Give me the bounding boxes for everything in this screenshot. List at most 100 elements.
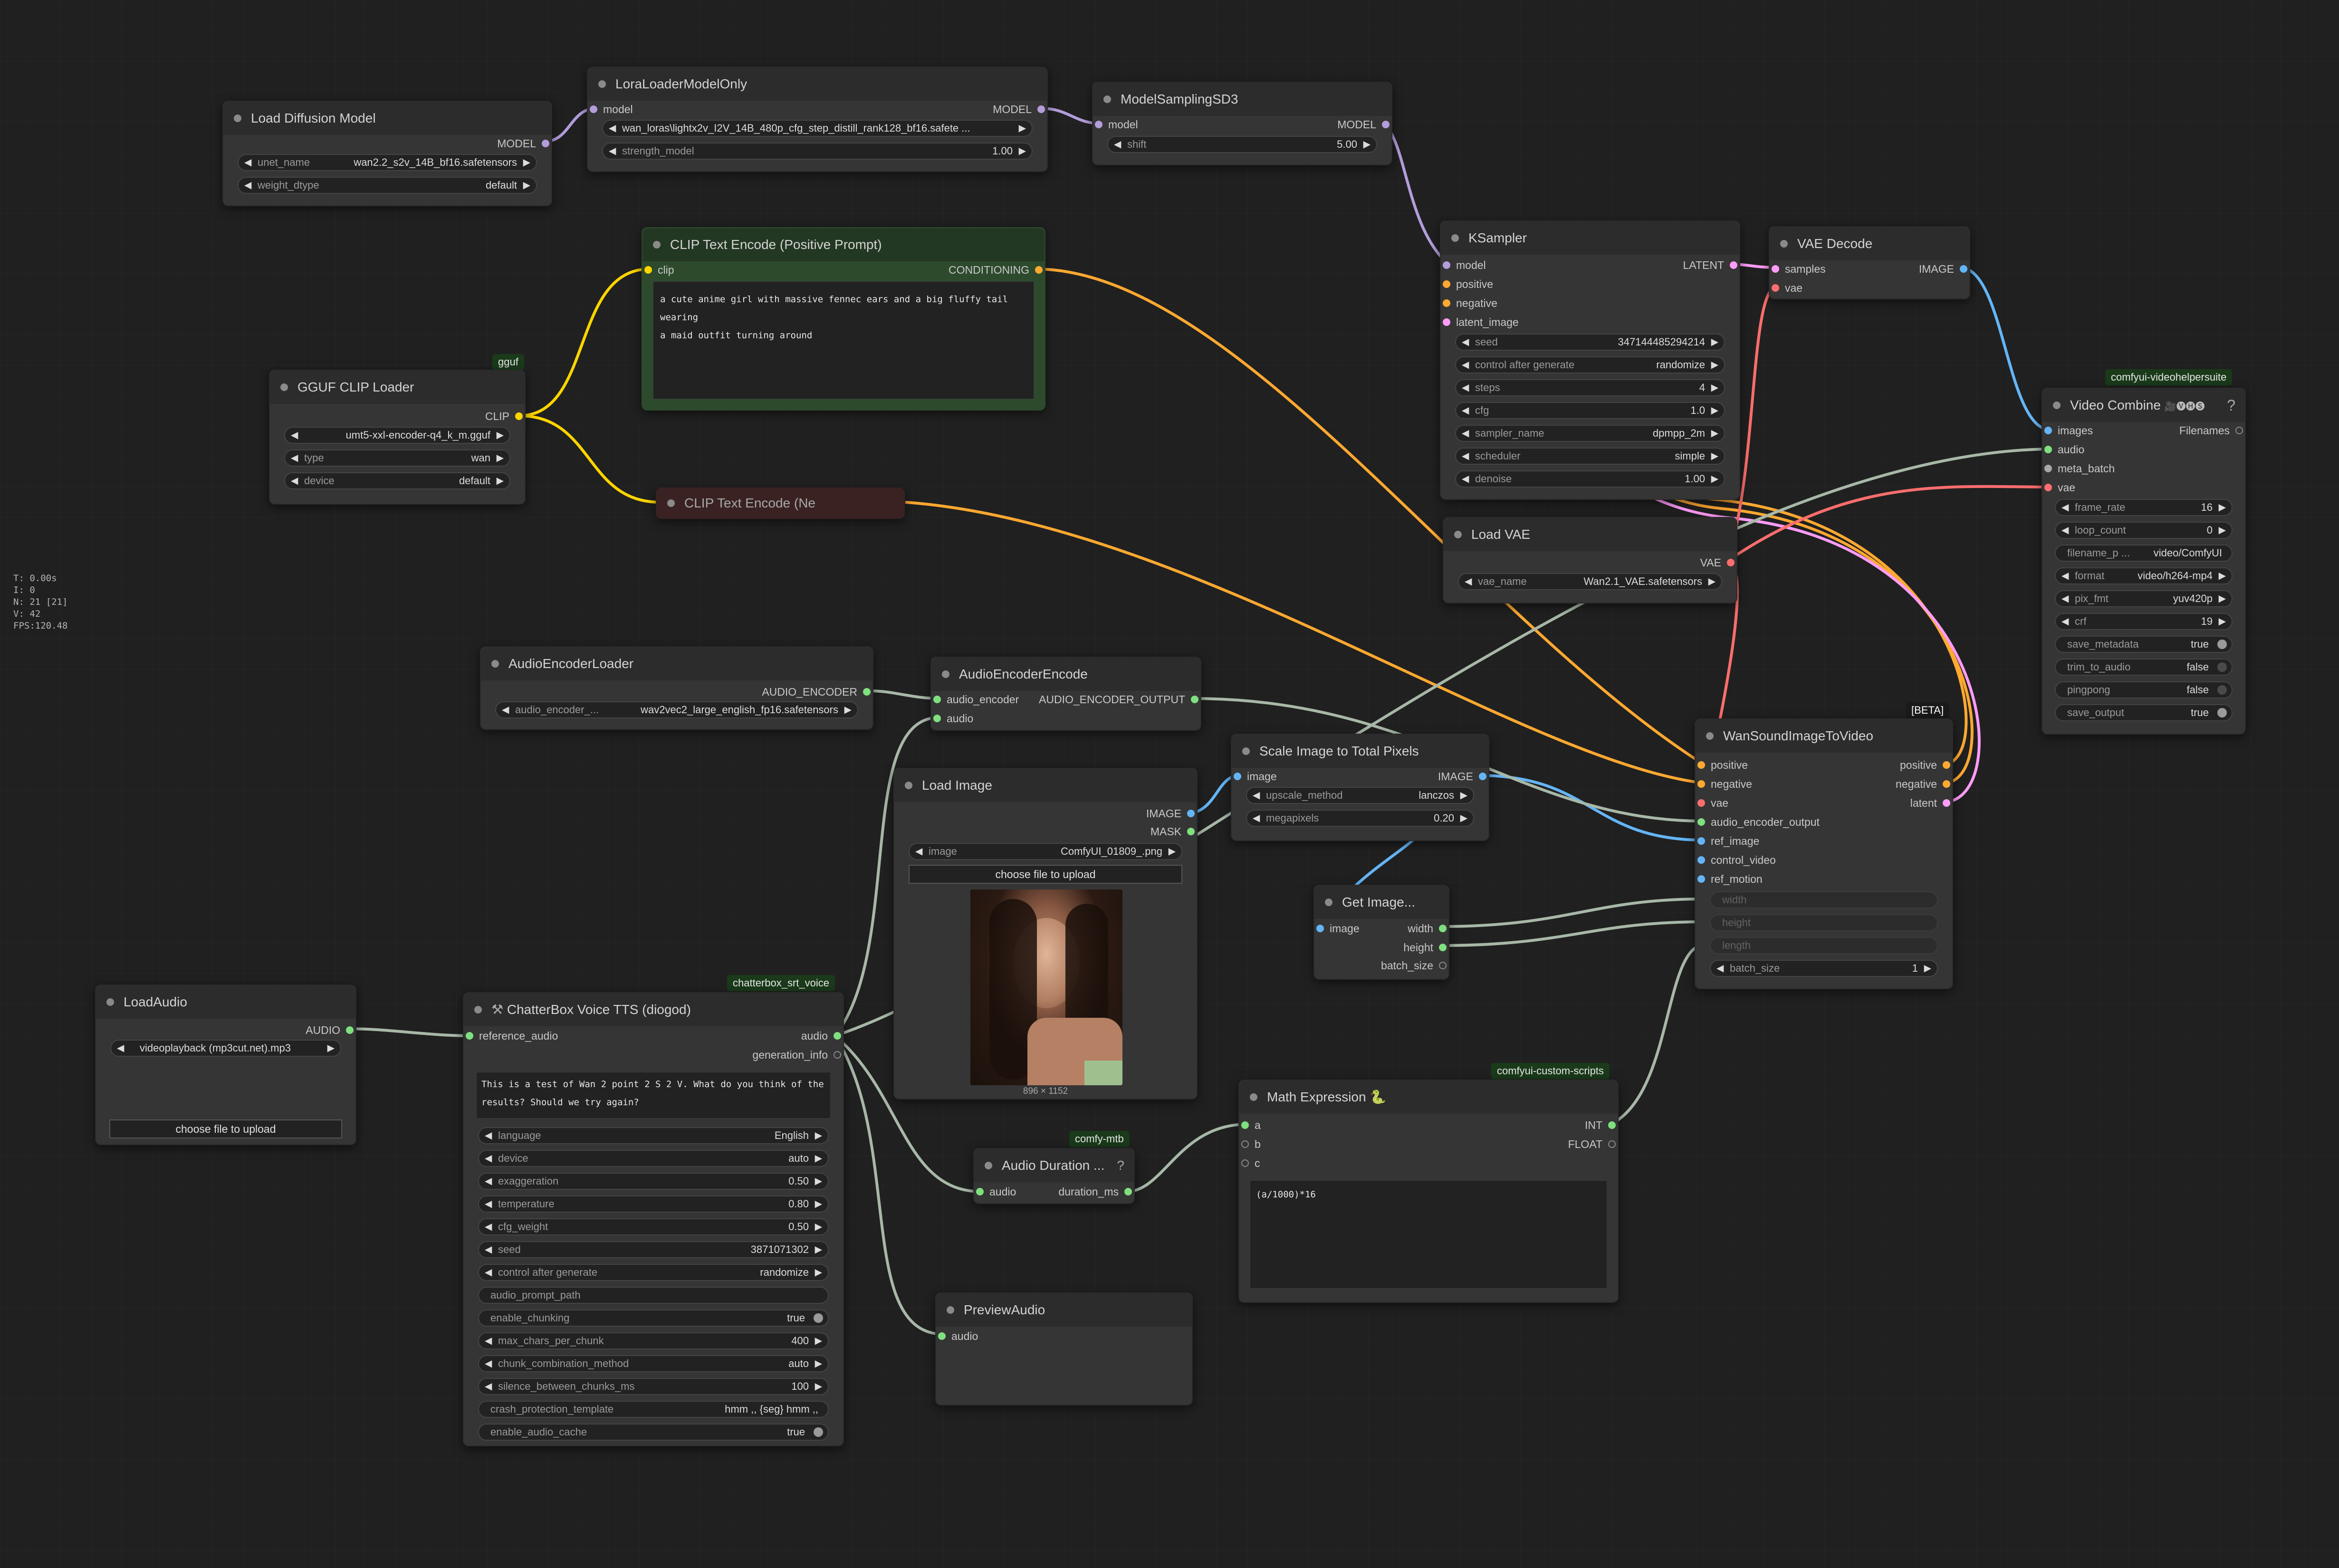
port-dot[interactable] (2044, 446, 2052, 453)
port-dot[interactable] (1697, 761, 1705, 769)
output-model[interactable]: MODEL (993, 101, 1047, 118)
input-clip[interactable]: clip (642, 261, 674, 278)
output-float[interactable]: FLOAT (1568, 1136, 1618, 1153)
port-dot[interactable] (1730, 261, 1737, 269)
output-height[interactable]: height (1403, 939, 1448, 956)
arrow-left-icon[interactable]: ◀ (2061, 571, 2069, 581)
collapse-dot[interactable] (474, 1006, 482, 1013)
node-ksampler[interactable]: KSampler model LATENT positive negative … (1440, 220, 1740, 500)
node-scale-image[interactable]: Scale Image to Total Pixels image IMAGE … (1231, 734, 1489, 841)
arrow-left-icon[interactable]: ◀ (244, 180, 252, 191)
port-dot[interactable] (1124, 1188, 1132, 1195)
output-model[interactable]: MODEL (1337, 116, 1391, 133)
arrow-right-icon[interactable]: ▶ (2218, 571, 2226, 581)
arrow-left-icon[interactable]: ◀ (485, 1153, 492, 1164)
arrow-right-icon[interactable]: ▶ (1711, 451, 1718, 461)
input-negative[interactable]: negative (1441, 295, 1497, 312)
port-dot[interactable] (834, 1051, 841, 1059)
arrow-left-icon[interactable]: ◀ (502, 705, 509, 715)
input-images[interactable]: images (2042, 422, 2093, 439)
port-dot[interactable] (1443, 280, 1450, 288)
node-title[interactable]: Load Image (894, 769, 1197, 802)
output-int[interactable]: INT (1585, 1117, 1618, 1134)
node-video-combine[interactable]: Video Combine 🎥🅥🅗🅢? images Filenames aud… (2042, 388, 2246, 735)
output-vae[interactable]: VAE (1700, 554, 1736, 571)
port-dot[interactable] (1241, 1140, 1249, 1148)
arrow-right-icon[interactable]: ▶ (2218, 616, 2226, 627)
arrow-left-icon[interactable]: ◀ (1716, 963, 1724, 974)
port-dot[interactable] (1037, 105, 1045, 113)
output-batch-size[interactable]: batch_size (1381, 957, 1448, 974)
port-dot[interactable] (1095, 121, 1102, 128)
arrow-right-icon[interactable]: ▶ (815, 1199, 822, 1209)
output-audio-encoder[interactable]: AUDIO_ENCODER (762, 683, 872, 700)
arrow-right-icon[interactable]: ▶ (1168, 846, 1176, 857)
filename-prefix-field[interactable]: filename_p ...video/ComfyUI (2055, 545, 2233, 562)
lora-name-combo[interactable]: ◀wan_loras\lightx2v_I2V_14B_480p_cfg_ste… (602, 120, 1033, 137)
port-dot[interactable] (1443, 261, 1450, 269)
input-a[interactable]: a (1239, 1117, 1261, 1134)
arrow-right-icon[interactable]: ▶ (815, 1381, 822, 1392)
port-dot[interactable] (863, 688, 871, 696)
tts-text-input[interactable]: This is a test of Wan 2 point 2 S 2 V. W… (476, 1072, 831, 1119)
collapse-dot[interactable] (985, 1162, 992, 1169)
collapse-dot[interactable] (1454, 531, 1462, 538)
port-dot[interactable] (466, 1032, 473, 1040)
port-dot[interactable] (1035, 266, 1043, 274)
port-dot[interactable] (1772, 265, 1779, 273)
arrow-left-icon[interactable]: ◀ (1253, 790, 1260, 801)
node-chatterbox-tts[interactable]: ⚒ ChatterBox Voice TTS (diogod) referenc… (463, 992, 844, 1446)
input-audio-encoder-output[interactable]: audio_encoder_output (1696, 813, 1820, 831)
arrow-right-icon[interactable]: ▶ (496, 430, 504, 440)
arrow-left-icon[interactable]: ◀ (485, 1358, 492, 1369)
arrow-right-icon[interactable]: ▶ (815, 1176, 822, 1186)
port-dot[interactable] (1316, 925, 1324, 932)
arrow-right-icon[interactable]: ▶ (496, 453, 504, 463)
node-title[interactable]: LoraLoaderModelOnly (588, 67, 1047, 101)
output-latent[interactable]: latent (1910, 794, 1952, 812)
collapse-dot[interactable] (2053, 402, 2061, 409)
arrow-left-icon[interactable]: ◀ (244, 157, 252, 168)
arrow-left-icon[interactable]: ◀ (2061, 502, 2069, 513)
node-title[interactable]: ⚒ ChatterBox Voice TTS (diogod) (464, 993, 843, 1026)
prompt-textarea[interactable]: a cute anime girl with massive fennec ea… (653, 281, 1034, 399)
node-title[interactable]: ModelSamplingSD3 (1093, 83, 1391, 116)
port-dot[interactable] (1191, 696, 1198, 703)
arrow-right-icon[interactable]: ▶ (1711, 382, 1718, 393)
collapse-dot[interactable] (106, 998, 114, 1006)
toggle-knob[interactable] (814, 1313, 823, 1323)
arrow-left-icon[interactable]: ◀ (485, 1176, 492, 1186)
arrow-right-icon[interactable]: ▶ (1018, 146, 1026, 156)
input-image[interactable]: image (1314, 920, 1360, 937)
arrow-right-icon[interactable]: ▶ (1711, 405, 1718, 416)
arrow-left-icon[interactable]: ◀ (2061, 525, 2069, 535)
arrow-left-icon[interactable]: ◀ (1465, 576, 1472, 587)
collapse-dot[interactable] (598, 80, 606, 88)
node-clip-text-encode-negative[interactable]: CLIP Text Encode (Ne (656, 488, 905, 519)
port-dot[interactable] (938, 1332, 946, 1340)
arrow-left-icon[interactable]: ◀ (1462, 451, 1469, 461)
port-dot[interactable] (1479, 773, 1486, 780)
collapse-dot[interactable] (667, 499, 675, 507)
port-dot[interactable] (2044, 427, 2052, 434)
output-model[interactable]: MODEL (497, 135, 551, 152)
upload-audio-button[interactable]: choose file to upload (109, 1119, 342, 1138)
output-mask[interactable]: MASK (1150, 823, 1197, 840)
arrow-right-icon[interactable]: ▶ (815, 1153, 822, 1164)
arrow-left-icon[interactable]: ◀ (485, 1267, 492, 1278)
collapse-dot[interactable] (1451, 234, 1459, 242)
arrow-right-icon[interactable]: ▶ (844, 705, 852, 715)
output-generation-info[interactable]: generation_info (752, 1046, 843, 1063)
arrow-left-icon[interactable]: ◀ (2061, 616, 2069, 627)
